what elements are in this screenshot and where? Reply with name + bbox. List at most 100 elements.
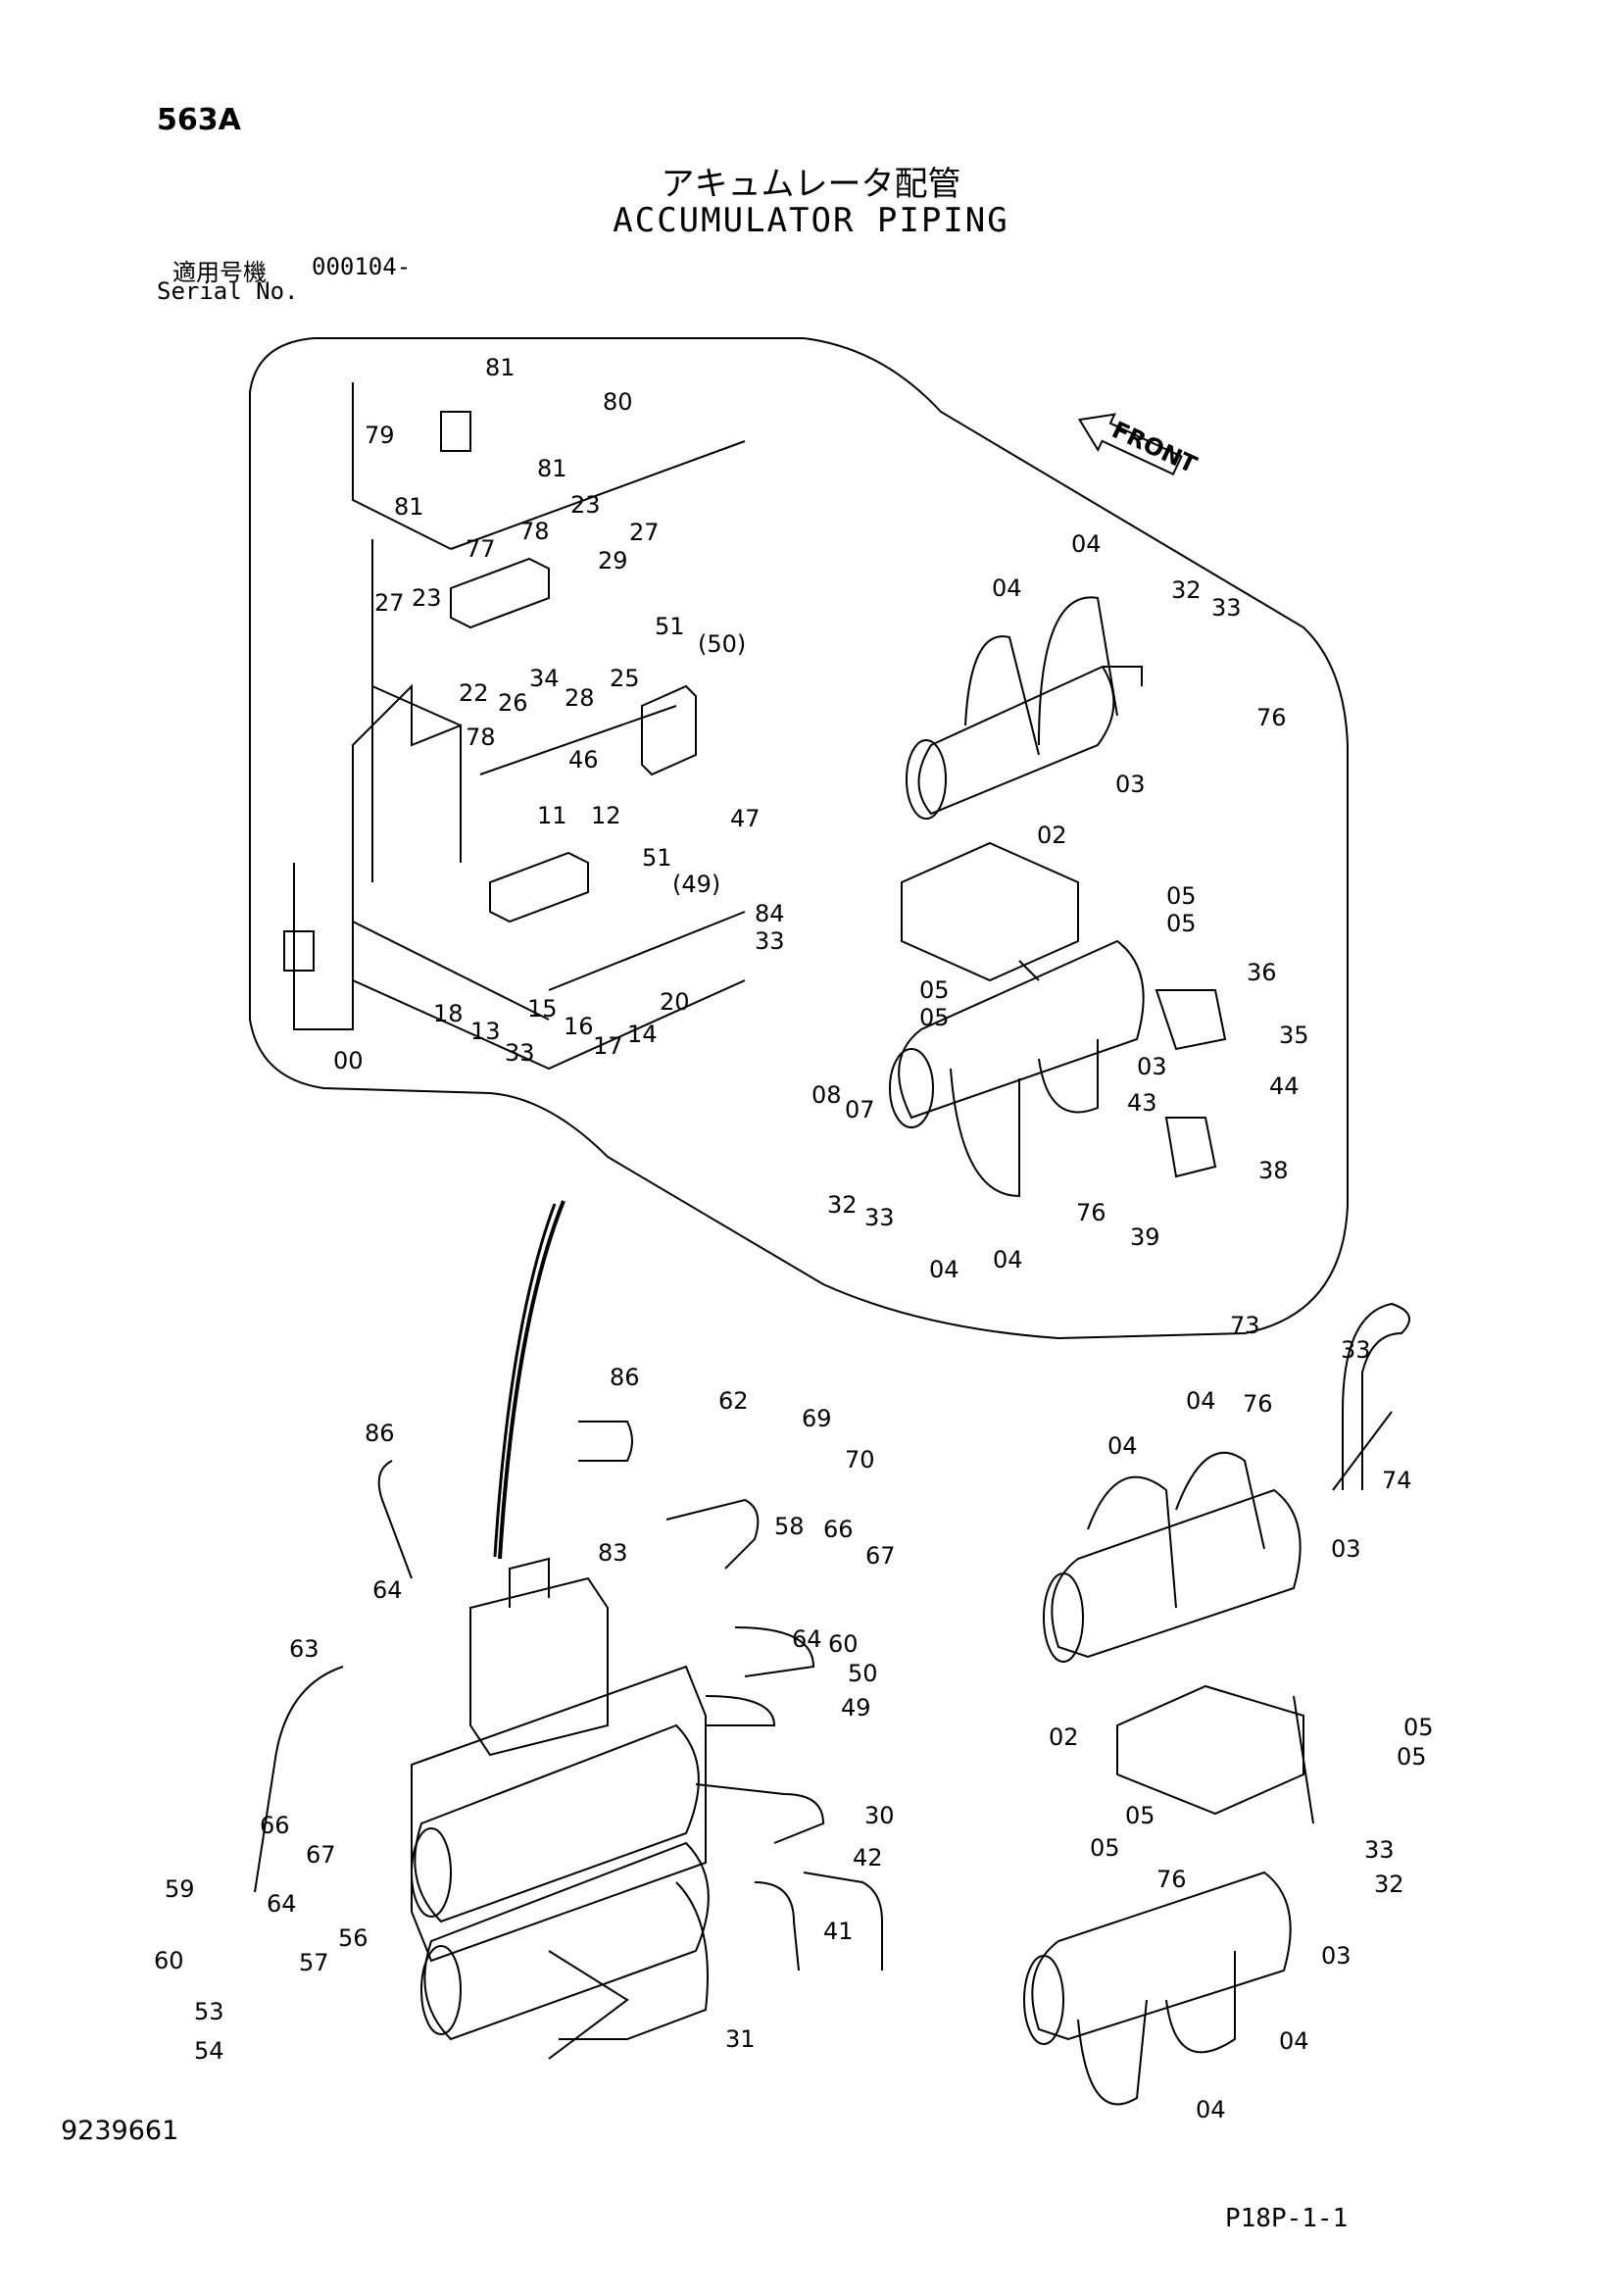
page-title-japanese: アキュムレータ配管 xyxy=(661,165,961,204)
part-label: 03 xyxy=(1331,1535,1361,1563)
part-label: 66 xyxy=(823,1516,854,1543)
part-label: 03 xyxy=(1137,1053,1167,1080)
part-label: 04 xyxy=(1071,530,1102,558)
part-label: 05 xyxy=(919,1004,950,1031)
part-label: 74 xyxy=(1382,1467,1412,1494)
part-label: 32 xyxy=(1374,1871,1404,1898)
part-label: 66 xyxy=(260,1812,290,1839)
page-code: P18P-1-1 xyxy=(1225,2204,1349,2233)
part-label: 64 xyxy=(792,1625,822,1653)
part-label: 13 xyxy=(470,1018,501,1045)
part-label: 84 xyxy=(755,900,785,927)
part-label: 05 xyxy=(1125,1802,1155,1829)
part-label: 64 xyxy=(267,1890,297,1918)
hose-73 xyxy=(1342,1302,1410,1490)
part-label: 67 xyxy=(306,1841,336,1869)
part-label: 53 xyxy=(194,1998,224,2025)
part-label: 81 xyxy=(485,354,516,381)
part-label: 03 xyxy=(1115,771,1146,798)
part-label: 38 xyxy=(1258,1157,1289,1184)
hose-30 xyxy=(695,1783,825,1844)
part-label: 64 xyxy=(372,1576,403,1604)
part-label: 76 xyxy=(1256,704,1287,731)
part-label: 43 xyxy=(1127,1089,1157,1117)
clamp-right xyxy=(1116,1684,1314,1824)
bracket-35 xyxy=(1155,989,1227,1051)
hose-41 xyxy=(754,1881,800,1972)
part-label: 05 xyxy=(1397,1743,1427,1771)
part-label: 29 xyxy=(598,547,628,574)
part-label: 79 xyxy=(365,422,395,449)
part-label: 49 xyxy=(841,1694,871,1722)
part-label: 76 xyxy=(1243,1390,1273,1418)
accumulator-lower-2 xyxy=(420,1841,710,2041)
part-label: 23 xyxy=(570,491,601,519)
part-label: 39 xyxy=(1130,1223,1160,1251)
accumulator-right-2 xyxy=(1023,1871,1292,2106)
part-label: 05 xyxy=(1166,882,1197,910)
hose-62 xyxy=(665,1498,760,1570)
serial-value: 000104- xyxy=(312,253,412,280)
part-label: 18 xyxy=(433,1000,464,1027)
part-label: 63 xyxy=(289,1635,319,1663)
serial-label: Serial No. xyxy=(157,277,299,305)
valve-38 xyxy=(1164,1117,1217,1178)
hose-86-left xyxy=(377,1460,413,1579)
part-label: 51 xyxy=(642,844,672,872)
part-label: 81 xyxy=(394,493,424,521)
hose-86-right xyxy=(578,1421,633,1462)
part-label: 16 xyxy=(564,1013,594,1040)
part-label: 33 xyxy=(505,1039,535,1067)
part-label: (50) xyxy=(698,630,746,658)
part-label: 26 xyxy=(498,689,528,717)
part-label: 57 xyxy=(299,1949,329,1976)
part-label: 80 xyxy=(603,388,633,416)
part-label: 03 xyxy=(1321,1942,1352,1970)
part-label: 76 xyxy=(1156,1866,1187,1893)
part-label: 30 xyxy=(864,1802,895,1829)
part-label: 67 xyxy=(865,1542,896,1570)
part-label: 05 xyxy=(1403,1714,1434,1741)
accumulator-right-1 xyxy=(1043,1451,1302,1663)
part-label: 51 xyxy=(655,613,685,640)
part-label: 33 xyxy=(1341,1336,1371,1364)
part-label: 17 xyxy=(593,1032,623,1060)
part-label: 31 xyxy=(725,2025,756,2053)
part-label: 04 xyxy=(1186,1387,1216,1415)
part-label: 50 xyxy=(848,1660,878,1687)
part-label: 77 xyxy=(466,535,496,563)
part-label: 78 xyxy=(466,724,496,751)
part-label: 25 xyxy=(610,665,640,692)
part-label: 23 xyxy=(412,584,442,612)
part-label: 62 xyxy=(718,1387,749,1415)
page-number: 563A xyxy=(157,103,241,137)
part-label: 47 xyxy=(730,805,761,832)
part-label: 33 xyxy=(1364,1836,1395,1864)
lower-valve-assembly xyxy=(411,1557,707,1963)
part-label: 27 xyxy=(629,519,660,546)
part-label: 54 xyxy=(194,2037,224,2065)
part-label: 08 xyxy=(811,1081,842,1109)
hose-49 xyxy=(705,1695,776,1726)
part-label: 32 xyxy=(827,1191,858,1219)
part-label: 14 xyxy=(627,1021,658,1048)
hose-31 xyxy=(559,1881,709,2040)
part-label: 69 xyxy=(802,1405,832,1432)
part-label: 33 xyxy=(1211,594,1242,622)
hose-42 xyxy=(803,1872,883,1971)
part-label: 76 xyxy=(1076,1199,1106,1226)
part-label: 60 xyxy=(154,1947,184,1974)
part-label: 56 xyxy=(338,1924,369,1952)
detail-leader xyxy=(498,1200,565,1560)
part-label: 35 xyxy=(1279,1022,1309,1049)
part-label: 83 xyxy=(598,1539,628,1567)
part-label: 07 xyxy=(845,1096,875,1123)
part-label: 05 xyxy=(919,976,950,1004)
part-label: 22 xyxy=(459,679,489,707)
front-arrow xyxy=(1077,413,1183,476)
drawing-number: 9239661 xyxy=(61,2116,179,2146)
page-title: ACCUMULATOR PIPING xyxy=(613,201,1009,240)
part-label: 78 xyxy=(519,518,550,545)
